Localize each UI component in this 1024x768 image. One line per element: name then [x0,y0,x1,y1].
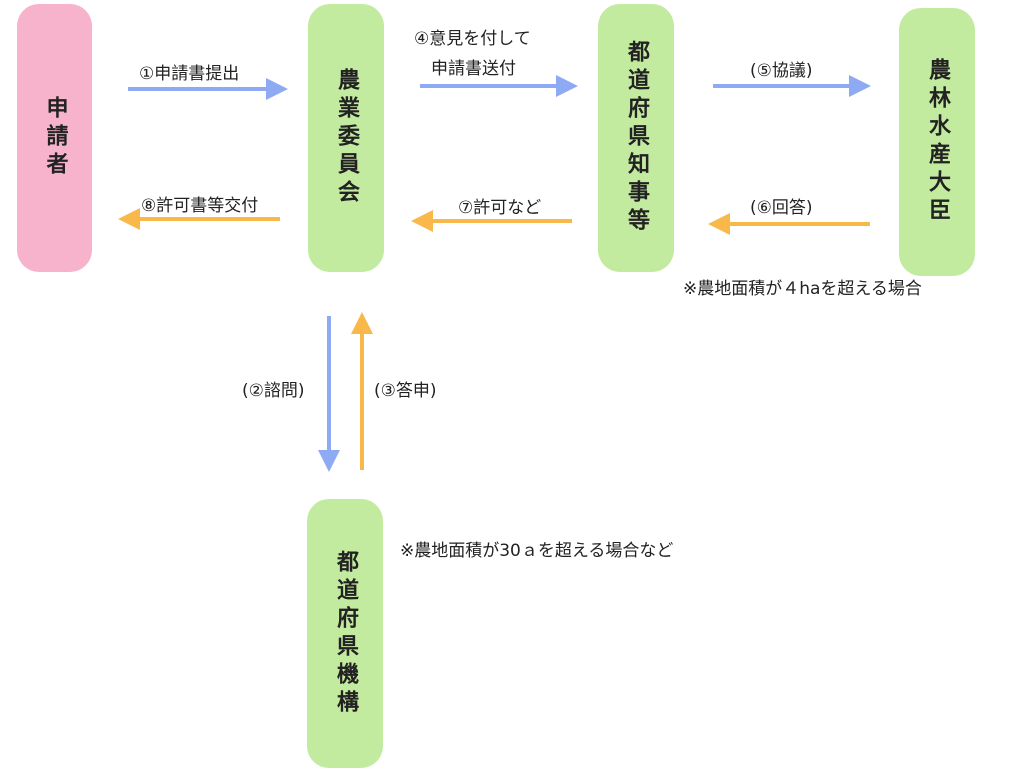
arrow-2-inquiry [318,316,340,472]
arrow-3-response [351,312,373,470]
arrow-4-label-line1: ④意見を付して [414,29,531,49]
arrow-5-consult [713,75,871,97]
arrow-1-submit [128,78,288,100]
node-governor: 都道府県知事等 [598,4,674,272]
node-governor-label: 都道府県知事等 [624,40,649,236]
arrow-8-issue [118,208,280,230]
node-prefecture-org: 都道府県機構 [307,499,383,768]
node-prefecture-org-label: 都道府県機構 [333,549,358,718]
node-applicant: 申請者 [17,4,92,272]
arrow-8-label: ⑧許可書等交付 [141,196,259,216]
note-over-4ha: ※農地面積が４haを超える場合 [683,279,922,299]
node-applicant-label: 申請者 [42,96,68,180]
arrow-4-forward [420,75,578,97]
arrow-2-label: (②諮問) [242,381,305,401]
arrow-6-label: (⑥回答) [750,198,813,218]
arrow-3-label: (③答申) [374,381,437,401]
node-minister: 農林水産大臣 [899,8,975,276]
arrow-7-label: ⑦許可など [458,198,542,218]
arrow-6-reply [708,213,870,235]
arrow-4-label-line2: 申請書送付 [431,59,516,79]
arrow-7-permit [411,210,572,232]
arrow-1-label: ①申請書提出 [139,64,240,84]
node-agri-committee: 農業委員会 [308,4,384,272]
arrow-5-label: (⑤協議) [750,61,813,81]
node-minister-label: 農林水産大臣 [925,58,950,226]
note-over-30a: ※農地面積が30ａを超える場合など [400,541,674,561]
node-agri-committee-label: 農業委員会 [334,68,359,208]
